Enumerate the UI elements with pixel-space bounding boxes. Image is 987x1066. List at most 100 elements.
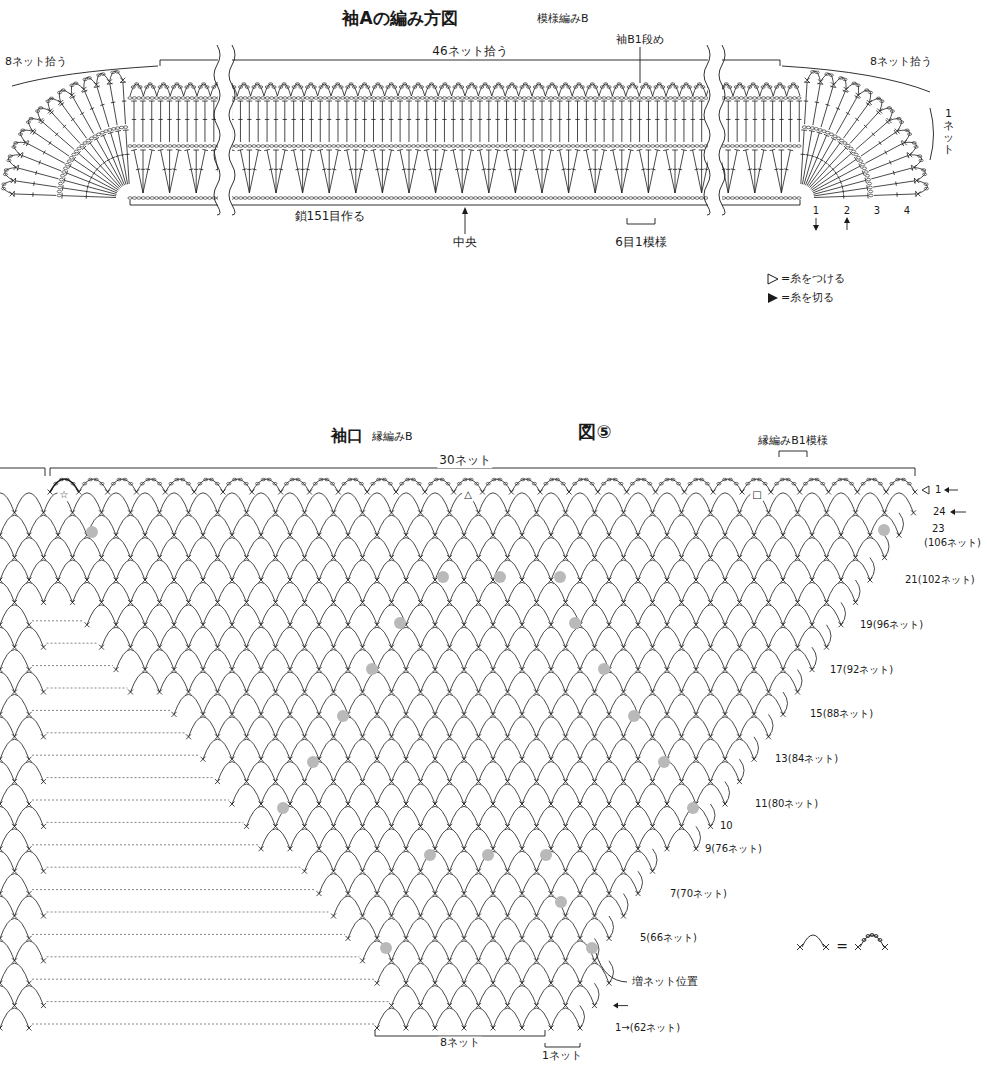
chain-stitch [566, 145, 570, 148]
chain-net [787, 84, 800, 96]
chain-stitch [151, 86, 155, 89]
double-crochet [151, 101, 152, 142]
double-crochet [743, 149, 749, 150]
single-crochet [534, 914, 539, 919]
chain-stitch [332, 86, 336, 89]
chain-stitch [660, 97, 664, 100]
chain-net [696, 784, 725, 804]
dotted-guide [32, 755, 200, 756]
double-crochet [817, 132, 822, 134]
chain-net [0, 672, 15, 692]
double-crochet [561, 168, 565, 170]
double-crochet [598, 168, 602, 170]
single-crochet [505, 958, 510, 963]
chain-net [492, 84, 505, 96]
single-crochet [404, 802, 409, 807]
single-crochet [346, 802, 351, 807]
single-crochet [201, 667, 206, 672]
chain-stitch [500, 86, 504, 89]
chain-stitch [447, 97, 451, 100]
double-crochet [731, 168, 735, 170]
chain-stitch [456, 97, 460, 100]
chain-stitch [150, 145, 154, 148]
double-crochet [400, 101, 401, 142]
single-crochet [389, 690, 394, 695]
double-crochet [172, 168, 176, 170]
double-crochet [566, 169, 570, 170]
chain-stitch [279, 197, 283, 200]
double-crochet [391, 101, 392, 142]
chain-stitch [248, 145, 252, 148]
chain-stitch [775, 97, 779, 100]
chain-stitch [788, 97, 792, 100]
chain-stitch [748, 197, 752, 200]
chain-stitch [49, 97, 53, 100]
double-crochet [435, 101, 436, 142]
chain-net [580, 694, 609, 714]
chain-stitch [473, 197, 477, 200]
single-crochet [27, 1026, 32, 1031]
chain-stitch [589, 97, 593, 100]
chain-net [0, 739, 29, 759]
double-crochet [560, 150, 569, 193]
double-crochet [613, 150, 622, 193]
chain-net [363, 806, 392, 826]
chain-net [537, 941, 566, 961]
double-crochet [601, 101, 607, 102]
double-crochet [611, 119, 615, 120]
turning-chain [638, 871, 643, 893]
chain-stitch [62, 171, 66, 174]
double-crochet [575, 149, 581, 150]
chain-net [276, 762, 305, 782]
turning-chain [653, 849, 658, 871]
chain-net [189, 672, 218, 692]
chain-stitch [239, 97, 243, 100]
double-crochet [362, 119, 366, 120]
chain-stitch [922, 173, 926, 176]
double-crochet [482, 168, 486, 170]
double-crochet [141, 169, 145, 170]
single-crochet [563, 914, 568, 919]
single-crochet [831, 82, 836, 87]
chain-net [291, 84, 304, 96]
double-crochet [256, 119, 260, 120]
chain-stitch [208, 197, 212, 200]
double-crochet [275, 101, 276, 142]
chain-stitch [833, 135, 837, 138]
chain-net [493, 784, 522, 804]
chain-stitch [593, 97, 597, 100]
chain-net [693, 84, 706, 96]
double-crochet [99, 164, 102, 167]
double-crochet [61, 193, 62, 199]
turning-chain [696, 826, 701, 848]
chain-stitch [522, 145, 526, 148]
chain-stitch [553, 86, 557, 89]
chain-stitch [261, 97, 265, 100]
double-crochet [22, 155, 61, 170]
single-crochet [94, 82, 99, 87]
single-crochet [186, 690, 191, 695]
double-crochet [273, 150, 279, 151]
single-crochet [636, 802, 641, 807]
double-crochet [355, 101, 356, 142]
single-crochet [723, 757, 728, 762]
chain-stitch [442, 197, 446, 200]
chain-stitch [686, 97, 690, 100]
chain-net [305, 672, 334, 692]
chain-stitch [682, 145, 686, 148]
chain-stitch [36, 110, 40, 113]
single-crochet [418, 958, 423, 963]
double-crochet [107, 159, 111, 161]
chain-stitch [637, 145, 641, 148]
chain-stitch [367, 197, 371, 200]
chain-net [377, 784, 406, 804]
chain-stitch [285, 86, 289, 89]
chain-stitch [764, 83, 768, 86]
chain-stitch [754, 86, 758, 89]
double-crochet [162, 168, 166, 170]
chain-stitch [398, 145, 402, 148]
chain-stitch [527, 97, 531, 100]
double-crochet [382, 150, 391, 193]
chain-net [377, 874, 406, 894]
chain-net [696, 694, 725, 714]
